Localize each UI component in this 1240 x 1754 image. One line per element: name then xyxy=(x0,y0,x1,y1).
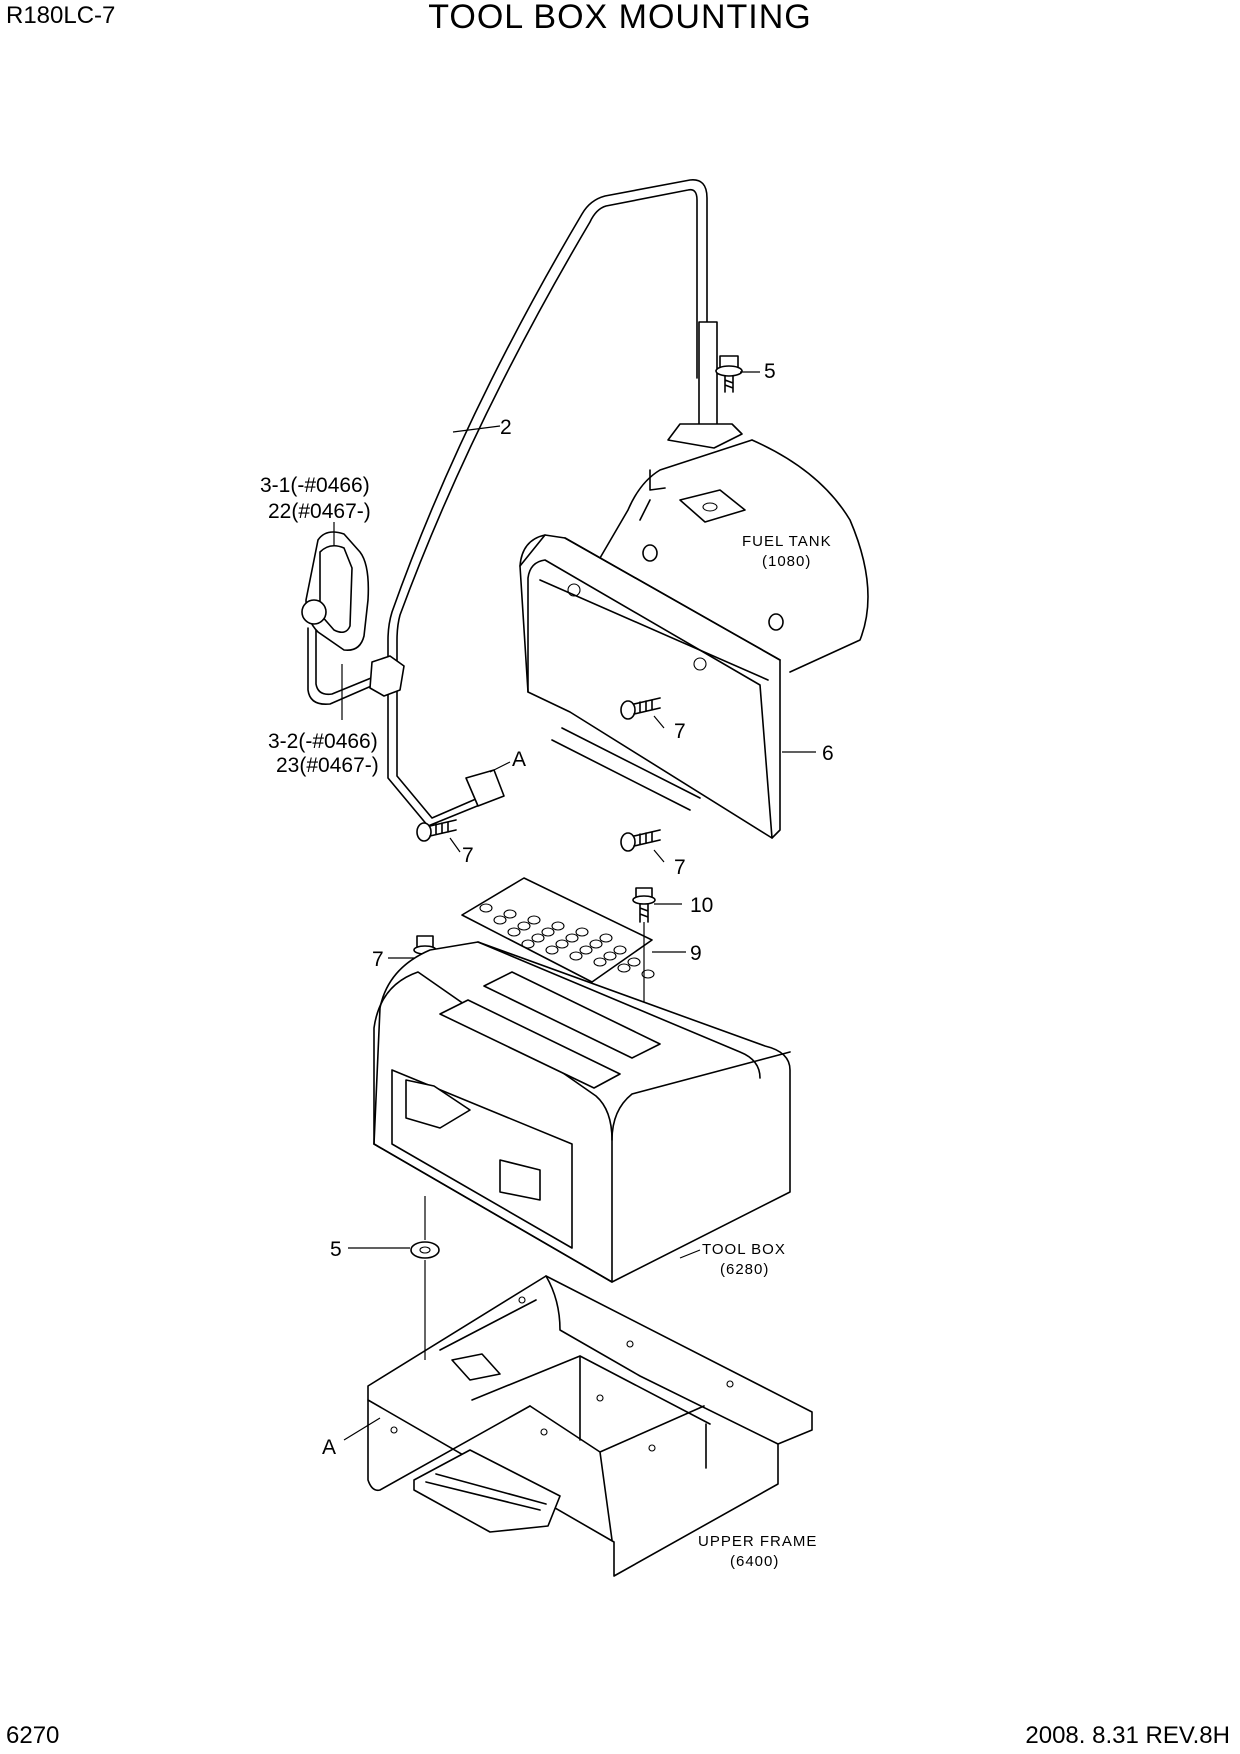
bolt-7-cover-low xyxy=(620,829,661,852)
callout-A-low: A xyxy=(322,1436,336,1459)
tool-box-label: TOOL BOX xyxy=(702,1241,786,1258)
plate-hole xyxy=(507,927,521,937)
plate-hole xyxy=(527,915,541,925)
upper-frame-number: (6400) xyxy=(730,1553,779,1570)
plate-hole xyxy=(617,963,631,973)
washer-5 xyxy=(410,1196,440,1360)
callout-7-pin: 7 xyxy=(462,844,474,867)
callout-23: 23(#0467-) xyxy=(276,754,379,777)
side-cover-plate xyxy=(519,534,784,839)
callout-9: 9 xyxy=(690,942,702,965)
plate-hole xyxy=(569,951,583,961)
tool-box-number: (6280) xyxy=(720,1261,769,1278)
fuel-tank-label: FUEL TANK xyxy=(742,533,832,550)
plate-hole xyxy=(503,909,517,919)
fuel-tank-outline xyxy=(599,439,869,673)
upper-frame-label: UPPER FRAME xyxy=(698,1533,817,1550)
callout-22: 22(#0467-) xyxy=(268,500,371,523)
mirror-stay-rod xyxy=(387,179,743,827)
tool-box xyxy=(373,941,791,1283)
plate-hole xyxy=(593,957,607,967)
plate-hole xyxy=(545,945,559,955)
model-number: R180LC-7 xyxy=(6,2,116,29)
plate-hole xyxy=(575,927,589,937)
plate-hole xyxy=(627,957,641,967)
fuel-tank-number: (1080) xyxy=(762,553,811,570)
plate-hole xyxy=(603,951,617,961)
leader-7-pin xyxy=(449,837,461,853)
rear-view-mirror xyxy=(301,531,405,706)
callout-5-top: 5 xyxy=(764,360,776,383)
callout-A-top: A xyxy=(512,748,526,771)
plate-hole xyxy=(641,969,655,979)
bolt-7-cover-mid xyxy=(620,697,661,720)
plate-hole xyxy=(521,939,535,949)
callout-7-box: 7 xyxy=(372,948,384,971)
callout-3-2: 3-2(-#0466) xyxy=(268,730,378,753)
callout-7-cover-low: 7 xyxy=(674,856,686,879)
plate-hole xyxy=(531,933,545,943)
plate-hole xyxy=(589,939,603,949)
bolt-7-pin xyxy=(416,819,457,842)
callout-3-1: 3-1(-#0466) xyxy=(260,474,370,497)
callout-6: 6 xyxy=(822,742,834,765)
callout-5-low: 5 xyxy=(330,1238,342,1261)
rod-mount-flange xyxy=(465,769,505,807)
leader-tool-box xyxy=(679,1249,701,1259)
plate-hole xyxy=(555,939,569,949)
plate-hole xyxy=(599,933,613,943)
plate-hole xyxy=(517,921,531,931)
step-plate xyxy=(461,877,655,983)
leader-A-top xyxy=(489,761,511,773)
plate-hole xyxy=(479,903,493,913)
upper-frame xyxy=(367,1275,813,1577)
plate-hole xyxy=(613,945,627,955)
bolt-5-top xyxy=(715,355,743,393)
revision-date: 2008. 8.31 REV.8H xyxy=(1025,1722,1230,1749)
plate-hole xyxy=(551,921,565,931)
leader-7-cover-low xyxy=(653,849,665,863)
leader-7-cover-mid xyxy=(653,715,665,729)
plate-hole xyxy=(565,933,579,943)
plate-hole xyxy=(493,915,507,925)
callout-7-cover-mid: 7 xyxy=(674,720,686,743)
plate-hole xyxy=(541,927,555,937)
plate-hole xyxy=(579,945,593,955)
page-title: TOOL BOX MOUNTING xyxy=(428,0,812,36)
leader-2 xyxy=(452,425,501,433)
callout-10: 10 xyxy=(690,894,713,917)
callout-2: 2 xyxy=(500,416,512,439)
page-number: 6270 xyxy=(6,1722,60,1749)
leader-A-low xyxy=(343,1417,381,1441)
